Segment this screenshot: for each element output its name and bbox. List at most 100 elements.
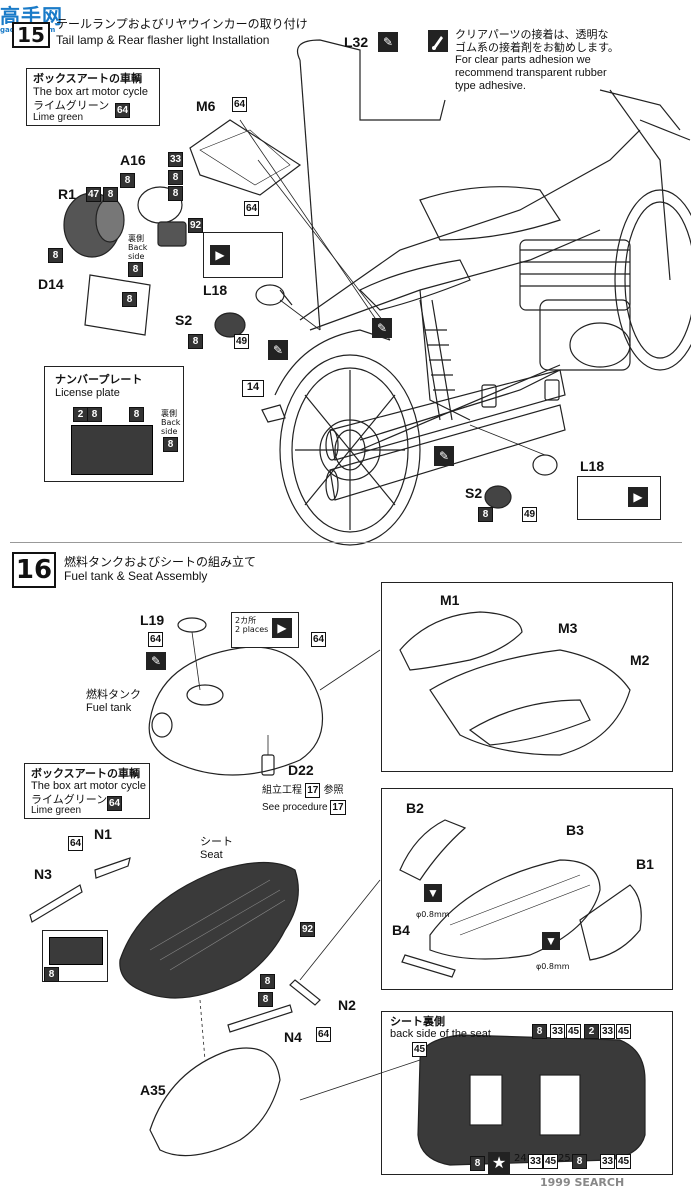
license-jp: ナンバープレート [55,373,143,386]
seat-en: Seat [200,849,223,861]
part-L18-lower: L18 [580,458,605,474]
part-L18: L18 [203,282,228,298]
code-8: 8 [163,437,178,452]
code-33: 33 [168,152,184,167]
part-D14: D14 [38,276,64,292]
code-25: 25 [558,1153,571,1164]
flasher-glue-icon: ▶ [272,618,292,638]
back-side-label: 裏側 Back side [128,234,148,261]
code-33: 33 [528,1154,544,1169]
drill-size-2: φ0.8mm [536,962,570,971]
step-number-16: 16 [12,552,56,588]
adhesive-note-jp-1: クリアパーツの接着は、透明な [455,28,609,41]
code-8: 8 [122,292,137,307]
places-en: 2 places [235,625,269,634]
code-8: 8 [168,186,183,201]
boxart-color-code: 64 [107,796,123,811]
step-number-15: 15 [12,22,50,48]
boxart-jp: ボックスアートの車輌 [31,767,141,780]
seat-back-box [381,1011,673,1175]
adhesive-icon [428,30,448,52]
boxart-en: The box art motor cycle [31,780,146,792]
fuel-tank-jp: 燃料タンク [86,688,141,701]
ref-step-14: 14 [242,380,264,397]
license-plate-drawing [71,425,153,475]
boxart-en: The box art motor cycle [33,86,148,98]
part-D22: D22 [288,762,314,778]
code-8: 8 [258,992,273,1007]
part-N1: N1 [94,826,112,842]
glue-icon: ✎ [372,318,392,338]
part-M6: M6 [196,98,216,114]
adhesive-note-jp-2: ゴム系の接着剤をお勧めします。 [455,41,619,54]
code-64: 64 [148,632,164,647]
part-M3: M3 [558,620,578,636]
glue-icon: ✎ [146,652,166,670]
boxart-color-jp: ライムグリーン [31,793,108,806]
part-M1: M1 [440,592,460,608]
code-8: 8 [168,170,183,185]
step-16-title-jp: 燃料タンクおよびシートの組み立て [64,555,257,569]
step-16-title-en: Fuel tank & Seat Assembly [64,569,208,583]
seat-detail-box [42,930,108,982]
code-47: 47 [86,187,102,202]
flasher-detail-box-lower: ▶ [577,476,661,520]
part-L19: L19 [140,612,165,628]
part-N3: N3 [34,866,52,882]
code-45: 45 [616,1154,632,1169]
fuel-tank-en: Fuel tank [86,702,132,714]
code-64: 64 [311,632,327,647]
license-back-label: 裏側 Back side [161,409,181,436]
part-N4: N4 [284,1029,302,1045]
drill-size-1: φ0.8mm [416,910,450,919]
watermark-search: 1999 SEARCH [540,1176,625,1189]
code-8: 8 [572,1154,587,1169]
code-2: 2 [584,1024,599,1039]
code-8: 8 [470,1156,485,1171]
part-B4: B4 [392,922,410,938]
boxart-color-code: 64 [115,103,131,118]
section-divider [10,542,682,543]
glue-icon: ✎ [434,446,454,466]
seat-back-jp: シート裏側 [390,1015,445,1028]
part-A16: A16 [120,152,146,168]
glue-icon: ✎ [268,340,288,360]
code-45: 45 [566,1024,582,1039]
step-15-title-jp: テールランプおよびリヤウインカーの取り付け [56,17,308,31]
code-45: 45 [543,1154,559,1169]
code-49: 49 [234,334,250,349]
code-33: 33 [550,1024,566,1039]
license-plate-box: ナンバープレート License plate 2 8 8 裏側 Back sid… [44,366,184,482]
flasher-detail-box: ▶ [203,232,283,278]
procedure-en: See procedure 17 [262,800,346,815]
adhesive-note-en-1: For clear parts adhesion we [455,54,591,66]
code-8: 8 [129,407,144,422]
places-jp: 2カ所 [235,616,257,625]
drill-icon: ▼ [424,884,442,902]
adhesive-note-en-2: recommend transparent rubber [455,67,607,79]
code-33: 33 [600,1024,616,1039]
boxart-jp: ボックスアートの車輌 [33,72,143,85]
code-8: 8 [532,1024,547,1039]
fuel-tank-parts-box [381,582,673,772]
code-45: 45 [412,1042,428,1057]
part-M2: M2 [630,652,650,668]
motorcycle-drawing [63,39,691,546]
code-64: 64 [316,1027,332,1042]
boxart-note-15: ボックスアートの車輌 The box art motor cycle ライムグリ… [26,68,160,126]
flasher-glue-icon: ▶ [628,487,648,507]
code-45: 45 [616,1024,632,1039]
boxart-color-en: Lime green [33,112,84,123]
boxart-note-16: ボックスアートの車輌 The box art motor cycle ライムグリ… [24,763,150,819]
code-8: 8 [87,407,102,422]
code-64: 64 [244,201,260,216]
code-8: 8 [188,334,203,349]
license-en: License plate [55,387,120,399]
part-N2: N2 [338,997,356,1013]
code-64: 64 [232,97,248,112]
code-8: 8 [120,173,135,188]
part-B3: B3 [566,822,584,838]
code-92: 92 [300,922,316,937]
code-92: 92 [188,218,204,233]
